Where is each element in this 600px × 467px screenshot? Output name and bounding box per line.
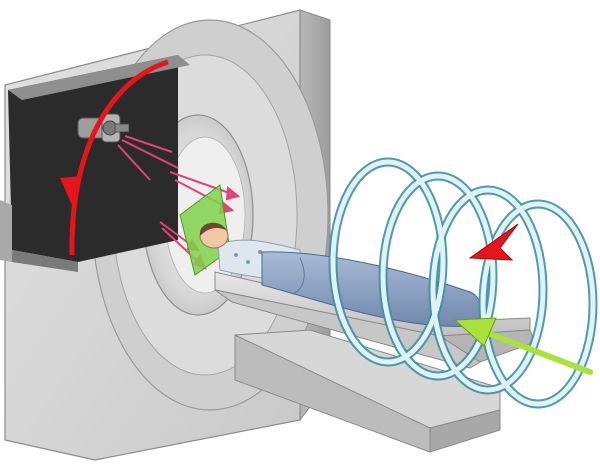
pitch-arrowhead-icon [468,223,519,261]
table-motion-arrow-icon [453,317,593,375]
patient [199,222,482,327]
gantry-cutaway [0,55,190,272]
helical-path-icon [328,157,598,409]
rotation-arrow-icon [60,59,169,256]
